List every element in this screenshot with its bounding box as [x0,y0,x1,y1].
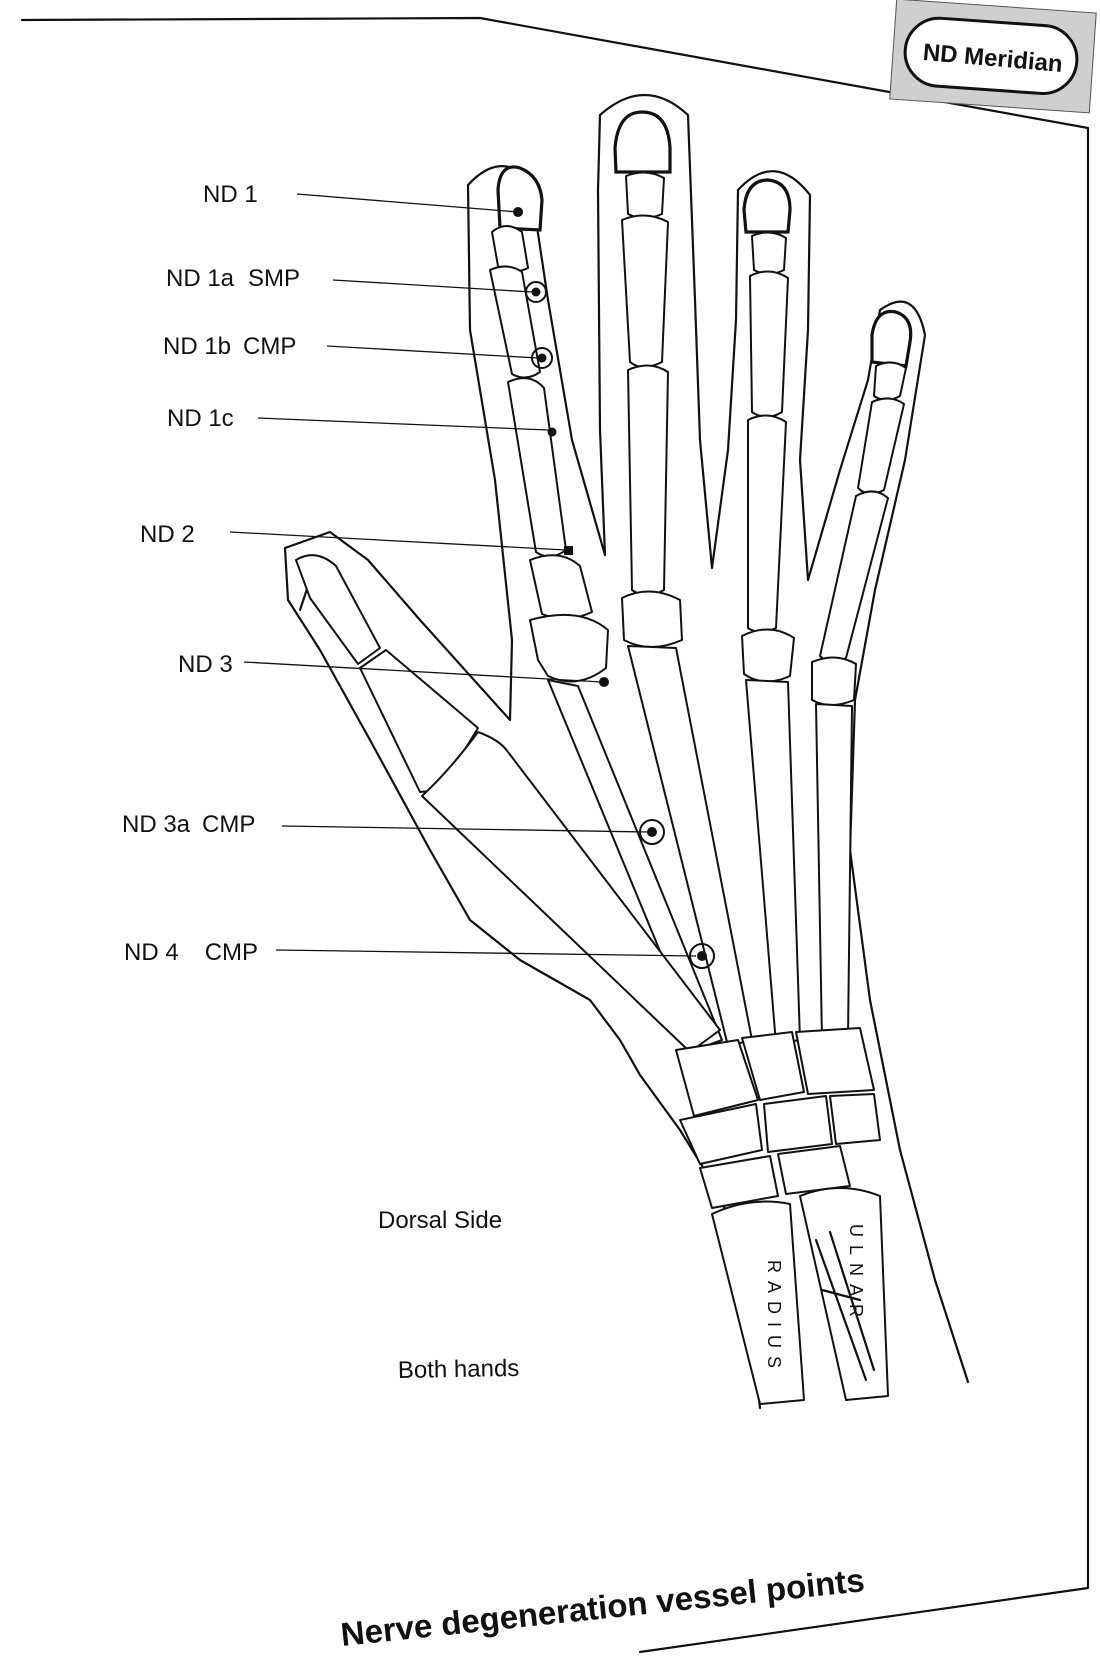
nail-index [496,165,544,232]
little-finger-bones [811,361,907,1041]
middle-finger-bones [621,171,753,1047]
carpal-bones [675,1027,881,1209]
label-nd3: ND 3 [178,651,233,678]
label-nd1c: ND 1c [167,405,234,432]
marker-nd1b-ring [531,347,553,369]
nail-little [870,309,913,368]
nail-middle [613,110,672,174]
page-border [20,16,1090,1654]
marker-nd1 [513,207,523,217]
radius-label: RADIUS [764,1260,784,1376]
marker-nd2 [564,546,573,555]
marker-nd4-ring [689,943,715,969]
forearm-bones [711,1187,889,1405]
marker-nd3 [599,677,609,687]
marker-nd3a [647,827,657,837]
label-nd2: ND 2 [140,521,195,548]
marker-nd4 [697,951,707,961]
thumb-bones [295,554,721,1053]
leader-lines [229,193,697,957]
marker-nd3a-ring [639,819,665,845]
hands-label: Both hands [398,1355,520,1384]
nail-ring [742,178,792,234]
marker-nd1a-ring [525,281,547,303]
marker-nd1b [537,353,547,363]
marker-nd1a [531,287,541,297]
meridian-badge: ND Meridian [889,0,1097,114]
marker-nd1c [547,427,557,437]
ulnar-label: ULNAR [846,1224,866,1325]
label-nd1: ND 1 [203,181,258,208]
point-markers [513,207,715,969]
view-label: Dorsal Side [378,1207,502,1234]
hand-outline [283,94,970,1410]
ring-finger-bones [741,231,801,1045]
figure-caption: Nerve degeneration vessel points [339,1561,866,1653]
